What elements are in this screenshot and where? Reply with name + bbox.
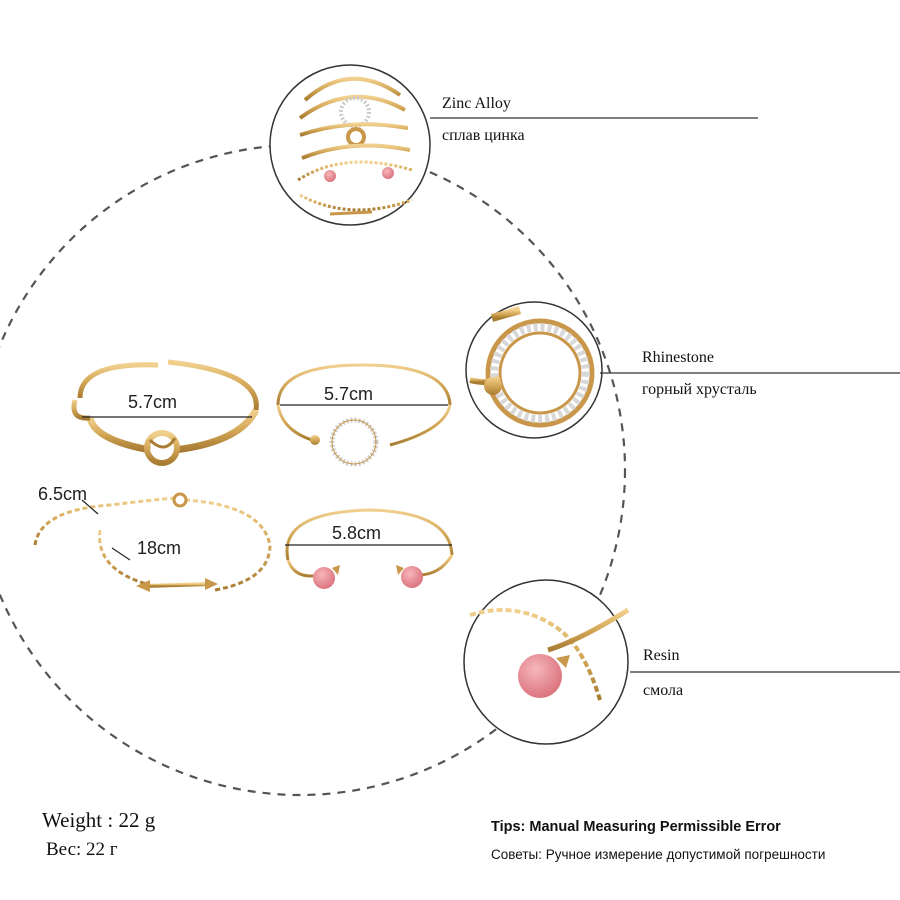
weight-en: Weight : 22 g: [42, 808, 156, 832]
chain-arrow-bracelet: [33, 492, 272, 592]
extender-size: 6.5cm: [38, 484, 88, 504]
resin-detail: [463, 579, 630, 745]
pink-resin-cuff-bracelet: [285, 508, 454, 589]
pink-cuff-size: 5.8cm: [332, 523, 382, 543]
zinc-alloy-label-ru: сплав цинка: [442, 127, 525, 144]
extender-dimension: [81, 499, 99, 515]
zinc-alloy-detail: [269, 64, 431, 226]
knot-cuff-bracelet: [71, 359, 260, 466]
circle-cuff-bracelet: [276, 363, 452, 467]
rhinestone-label-en: Rhinestone: [642, 349, 714, 366]
zinc-alloy-label-en: Zinc Alloy: [442, 95, 511, 112]
resin-label-ru: смола: [643, 682, 684, 699]
tips-ru: Советы: Ручное измерение допустимой погр…: [491, 847, 826, 862]
weight-ru: Вес: 22 г: [46, 839, 118, 860]
rhinestone-label-ru: горный хрусталь: [642, 381, 757, 398]
chain-dimension: [111, 547, 131, 561]
chain-size: 18cm: [137, 538, 182, 558]
knot-cuff-size: 5.7cm: [128, 392, 178, 412]
circle-cuff-size: 5.7cm: [324, 384, 374, 404]
rhinestone-detail: [465, 301, 603, 439]
resin-label-en: Resin: [643, 647, 680, 664]
tips-en: Tips: Manual Measuring Permissible Error: [491, 819, 781, 835]
